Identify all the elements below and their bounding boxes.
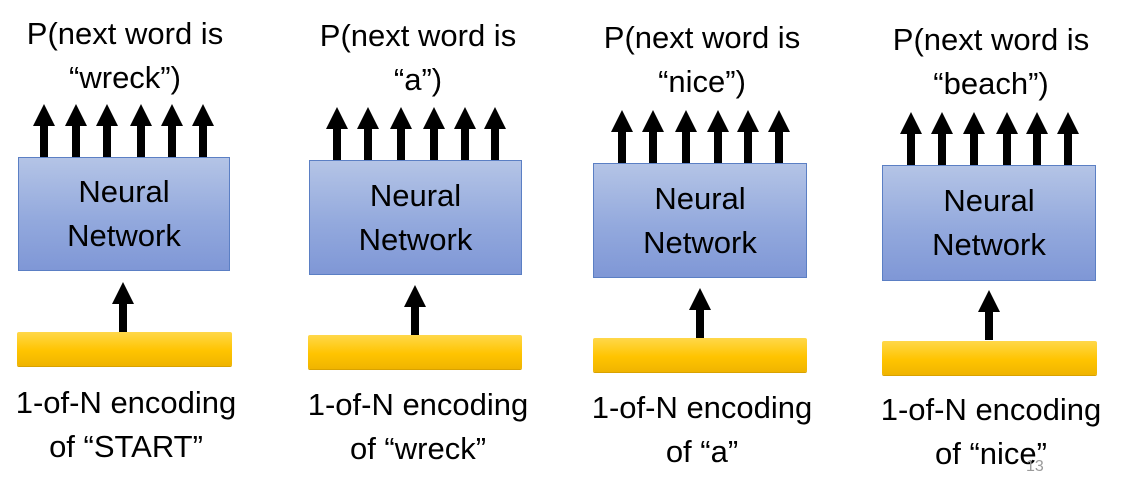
output-arrow-icon [130,104,152,158]
neural-network-box: Neural Network [18,157,230,271]
network-label-line1: Neural [943,183,1035,218]
input-label-line1: 1-of-N encoding [307,387,529,422]
output-arrow-icon [1026,112,1048,166]
input-arrow-icon [978,290,1000,340]
output-label-line2: “nice”) [658,64,746,99]
network-label-line2: Network [67,218,181,253]
input-label-line2: of “START” [49,429,203,464]
output-arrow-icon [737,110,759,164]
output-arrow-icon [161,104,183,158]
network-label-line2: Network [643,224,757,260]
step-panel-4: P(next word is “beach”) Neural Network 1… [862,0,1120,479]
output-arrow-icon [454,107,476,161]
output-label-line2: “a”) [393,62,443,97]
network-label-line1: Neural [654,180,746,216]
output-arrow-icon [963,112,985,166]
output-arrow-icon [1057,112,1079,166]
output-label-line1: P(next word is [319,18,517,53]
input-label-line1: 1-of-N encoding [880,392,1102,427]
step-panel-1: P(next word is “wreck”) Neural Network 1… [0,0,250,479]
network-label-line1: Neural [78,174,170,209]
step-panel-2: P(next word is “a”) Neural Network 1-of-… [290,0,546,479]
output-arrow-icon [931,112,953,166]
input-label: 1-of-N encoding of “START” [0,381,252,469]
output-label: P(next word is “wreck”) [0,12,250,100]
output-label-line1: P(next word is [603,20,801,55]
input-label: 1-of-N encoding of “nice” [862,388,1120,476]
step-panel-3: P(next word is “nice”) Neural Network 1-… [574,0,830,479]
input-label-line1: 1-of-N encoding [591,390,813,425]
output-arrow-icon [707,110,729,164]
one-hot-encoding-bar [593,338,807,372]
output-arrow-icon [423,107,445,161]
input-arrow-icon [689,288,711,338]
output-label-line2: “wreck”) [69,60,181,95]
output-label-line1: P(next word is [26,16,224,51]
neural-network-box: Neural Network [309,160,522,275]
output-arrow-icon [611,110,633,164]
input-arrow-icon [404,285,426,335]
neural-network-box: Neural Network [593,163,807,278]
output-arrow-icon [390,107,412,161]
output-arrow-icon [326,107,348,161]
input-label: 1-of-N encoding of “a” [574,386,830,474]
output-arrow-icon [900,112,922,166]
output-arrow-icon [192,104,214,158]
output-arrow-icon [484,107,506,161]
one-hot-encoding-bar [17,332,232,366]
output-arrow-icon [65,104,87,158]
output-label-line1: P(next word is [892,22,1090,57]
output-arrow-icon [642,110,664,164]
one-hot-encoding-bar [308,335,522,369]
output-arrow-icon [96,104,118,158]
network-label-line1: Neural [369,177,462,213]
output-arrow-icon [357,107,379,161]
input-label-line2: of “nice” [935,436,1047,471]
output-arrow-icon [996,112,1018,166]
output-arrow-icon [768,110,790,164]
input-label-line2: of “wreck” [349,431,487,466]
one-hot-encoding-bar [882,341,1097,375]
input-label-line1: 1-of-N encoding [15,385,237,420]
input-arrow-icon [112,282,134,332]
network-label-line2: Network [932,227,1046,262]
input-label: 1-of-N encoding of “wreck” [290,383,546,471]
output-arrow-icon [675,110,697,164]
output-label: P(next word is “beach”) [862,18,1120,106]
neural-network-box: Neural Network [882,165,1096,281]
output-arrow-icon [33,104,55,158]
input-label-line2: of “a” [665,434,739,469]
output-label: P(next word is “a”) [290,14,546,102]
output-label-line2: “beach”) [933,66,1049,101]
slide-number: 13 [1026,458,1044,475]
network-label-line2: Network [358,221,473,257]
output-label: P(next word is “nice”) [574,16,830,104]
